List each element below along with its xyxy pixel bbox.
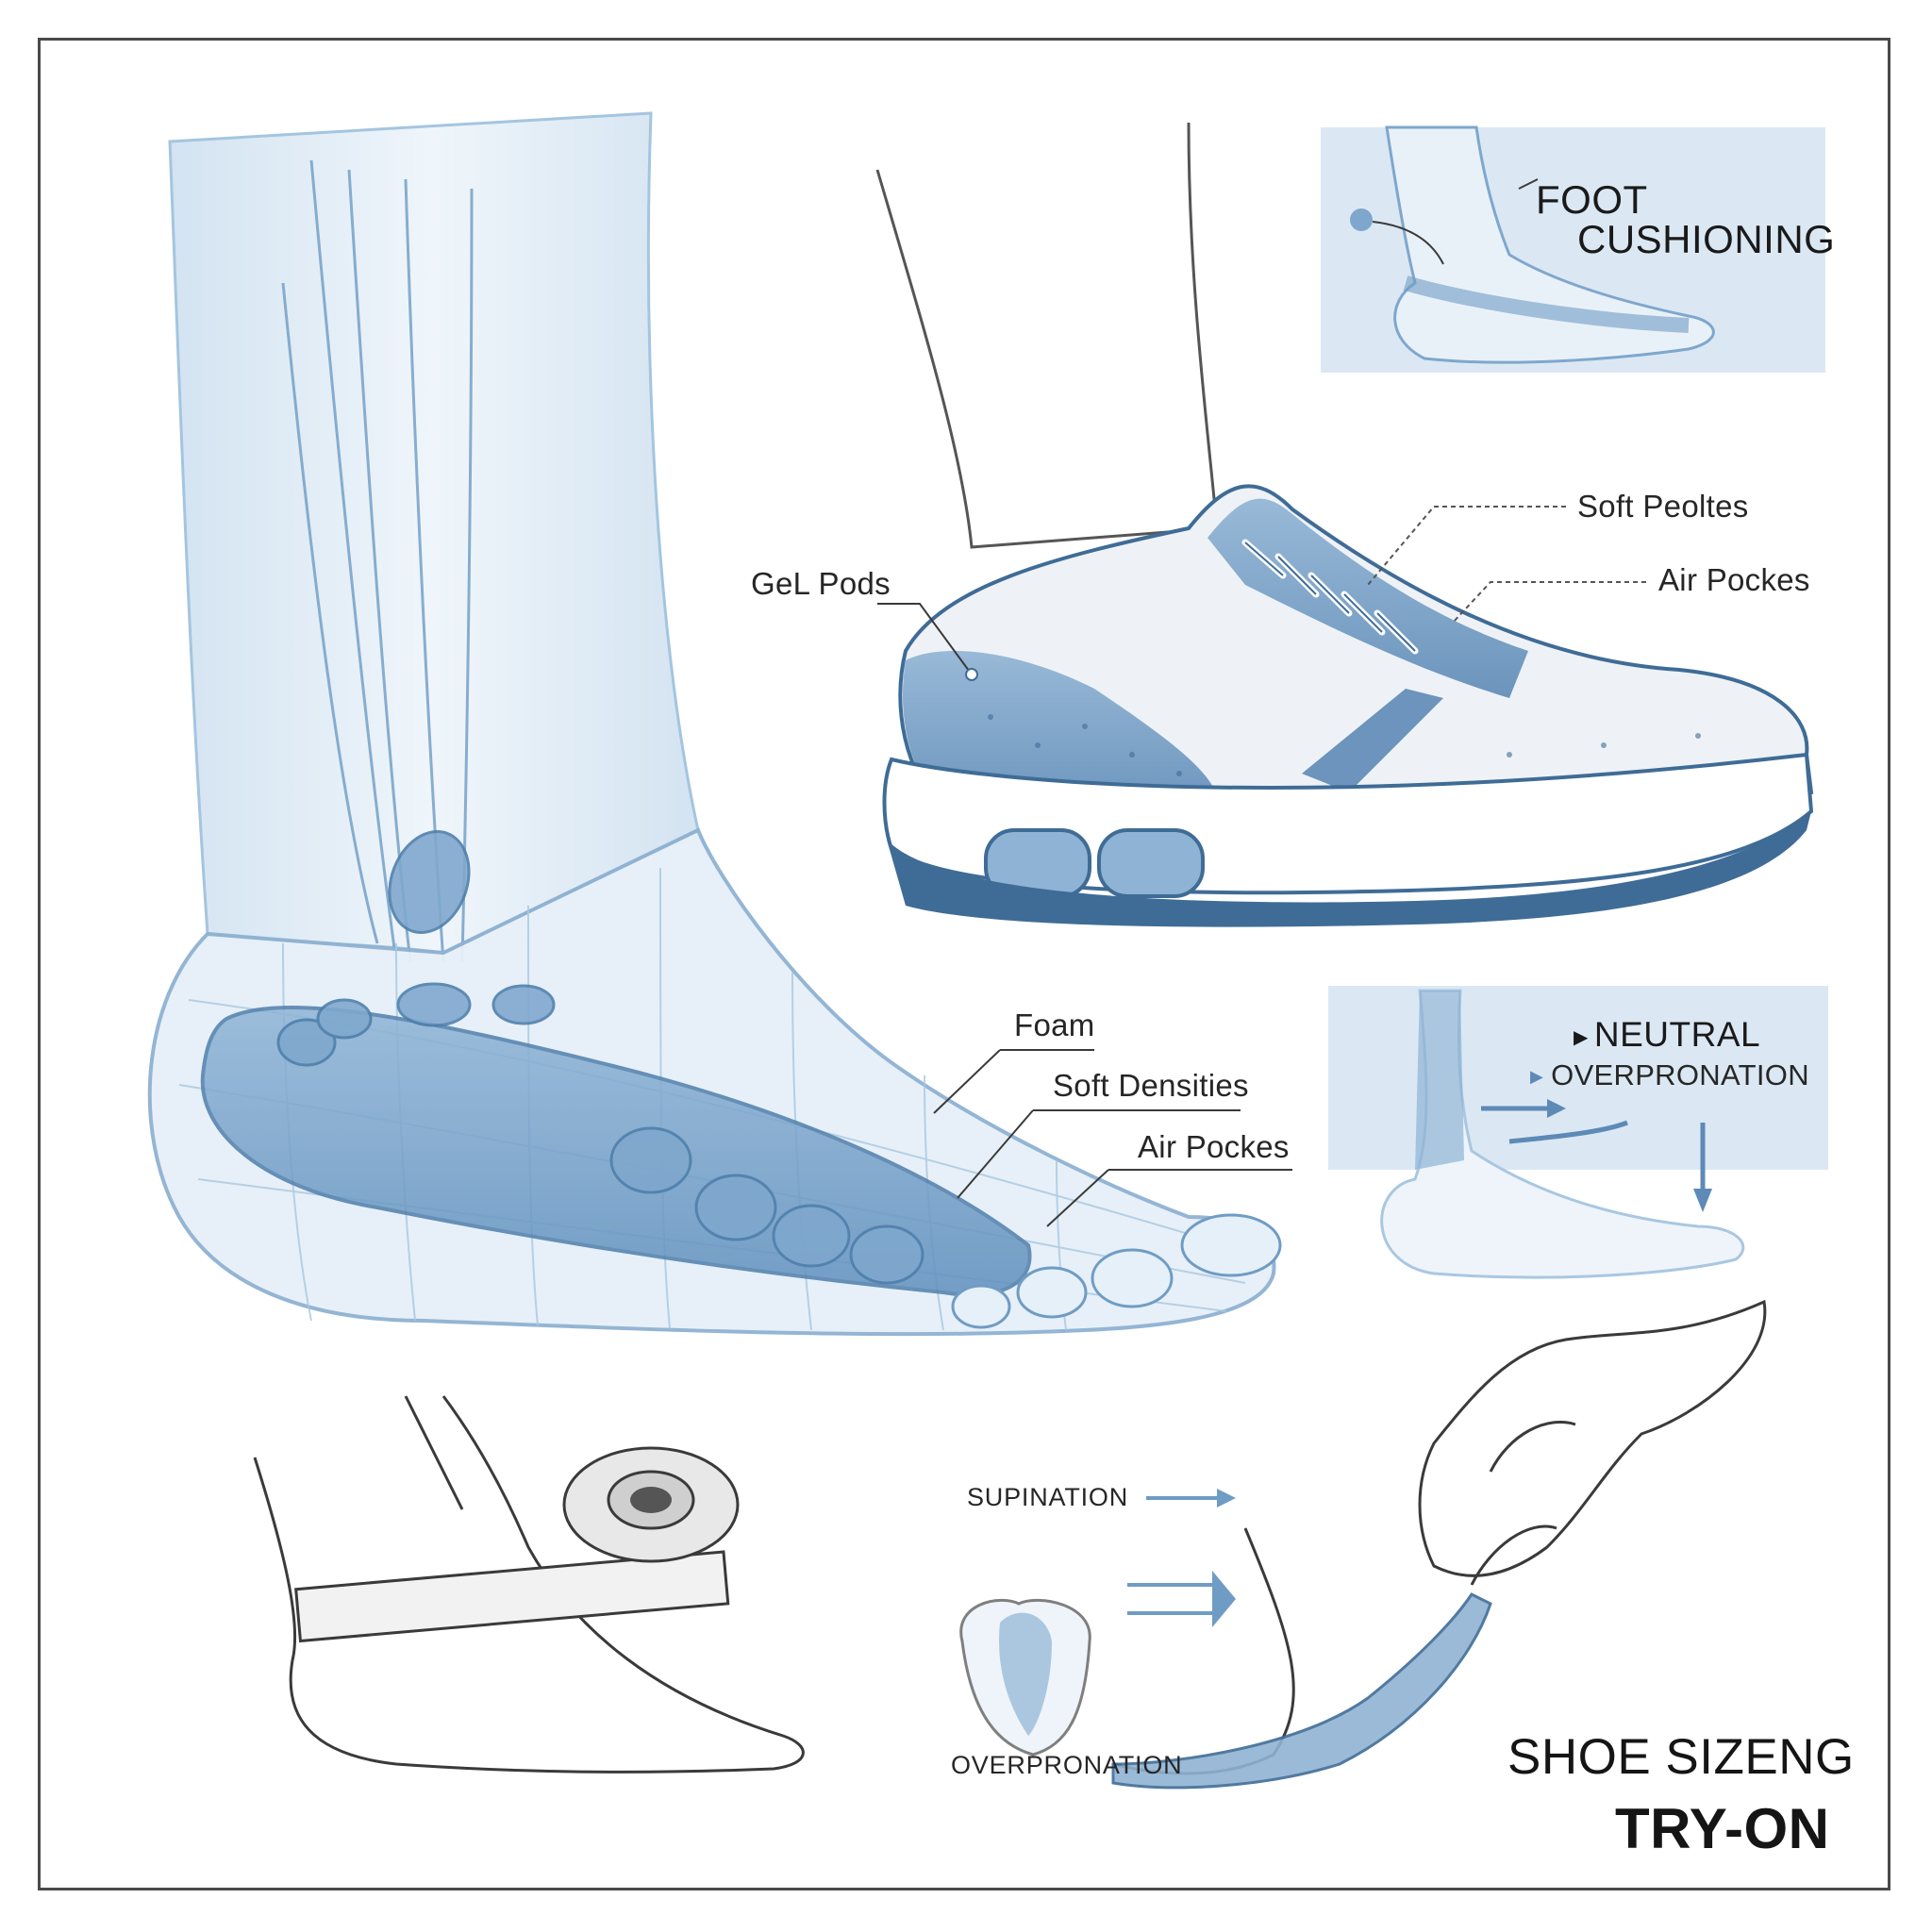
- label-supination: SUPINATION: [967, 1483, 1129, 1511]
- label-soft-pockets: Soft Peoltes: [1577, 489, 1749, 524]
- illustration-frame: [38, 38, 1890, 1890]
- label-gel-pods: GeL Pods: [751, 566, 891, 601]
- title-line2: TRY-ON: [1615, 1797, 1830, 1860]
- pronation-panel: [1328, 986, 1828, 1279]
- title-line1: SHOE SIZENG: [1507, 1729, 1855, 1785]
- hand-insole-illustration: [1111, 1299, 1767, 1790]
- foot-cushioning-panel: [1321, 125, 1825, 373]
- supination-diagram: [959, 1489, 1236, 1757]
- label-neutral: ▶NEUTRAL: [1574, 1015, 1760, 1055]
- label-foam: Foam: [1014, 1008, 1095, 1042]
- label-neutral-text: NEUTRAL: [1593, 1015, 1761, 1054]
- running-shoe-illustration: [875, 122, 1814, 927]
- anatomical-foot-illustration: [147, 111, 1292, 1337]
- label-overpronation-panel-text: OVERPRONATION: [1551, 1058, 1809, 1091]
- label-soft-densities: Soft Densities: [1053, 1068, 1249, 1103]
- play-arrow-icon: ▶: [1530, 1067, 1544, 1087]
- label-foot-cushioning-line2: CUSHIONING: [1577, 217, 1836, 261]
- label-overpronation-panel: ▶ OVERPRONATION: [1530, 1058, 1809, 1092]
- measuring-tape-illustration: [253, 1395, 805, 1774]
- play-arrow-icon: ▶: [1574, 1026, 1589, 1048]
- label-air-pockets-foot: Air Pockes: [1138, 1129, 1290, 1164]
- label-foot-cushioning-line1: FOOT: [1536, 177, 1648, 222]
- label-air-pockets-shoe: Air Pockes: [1658, 562, 1810, 597]
- label-overpronation-insole: OVERPRONATION: [951, 1751, 1183, 1779]
